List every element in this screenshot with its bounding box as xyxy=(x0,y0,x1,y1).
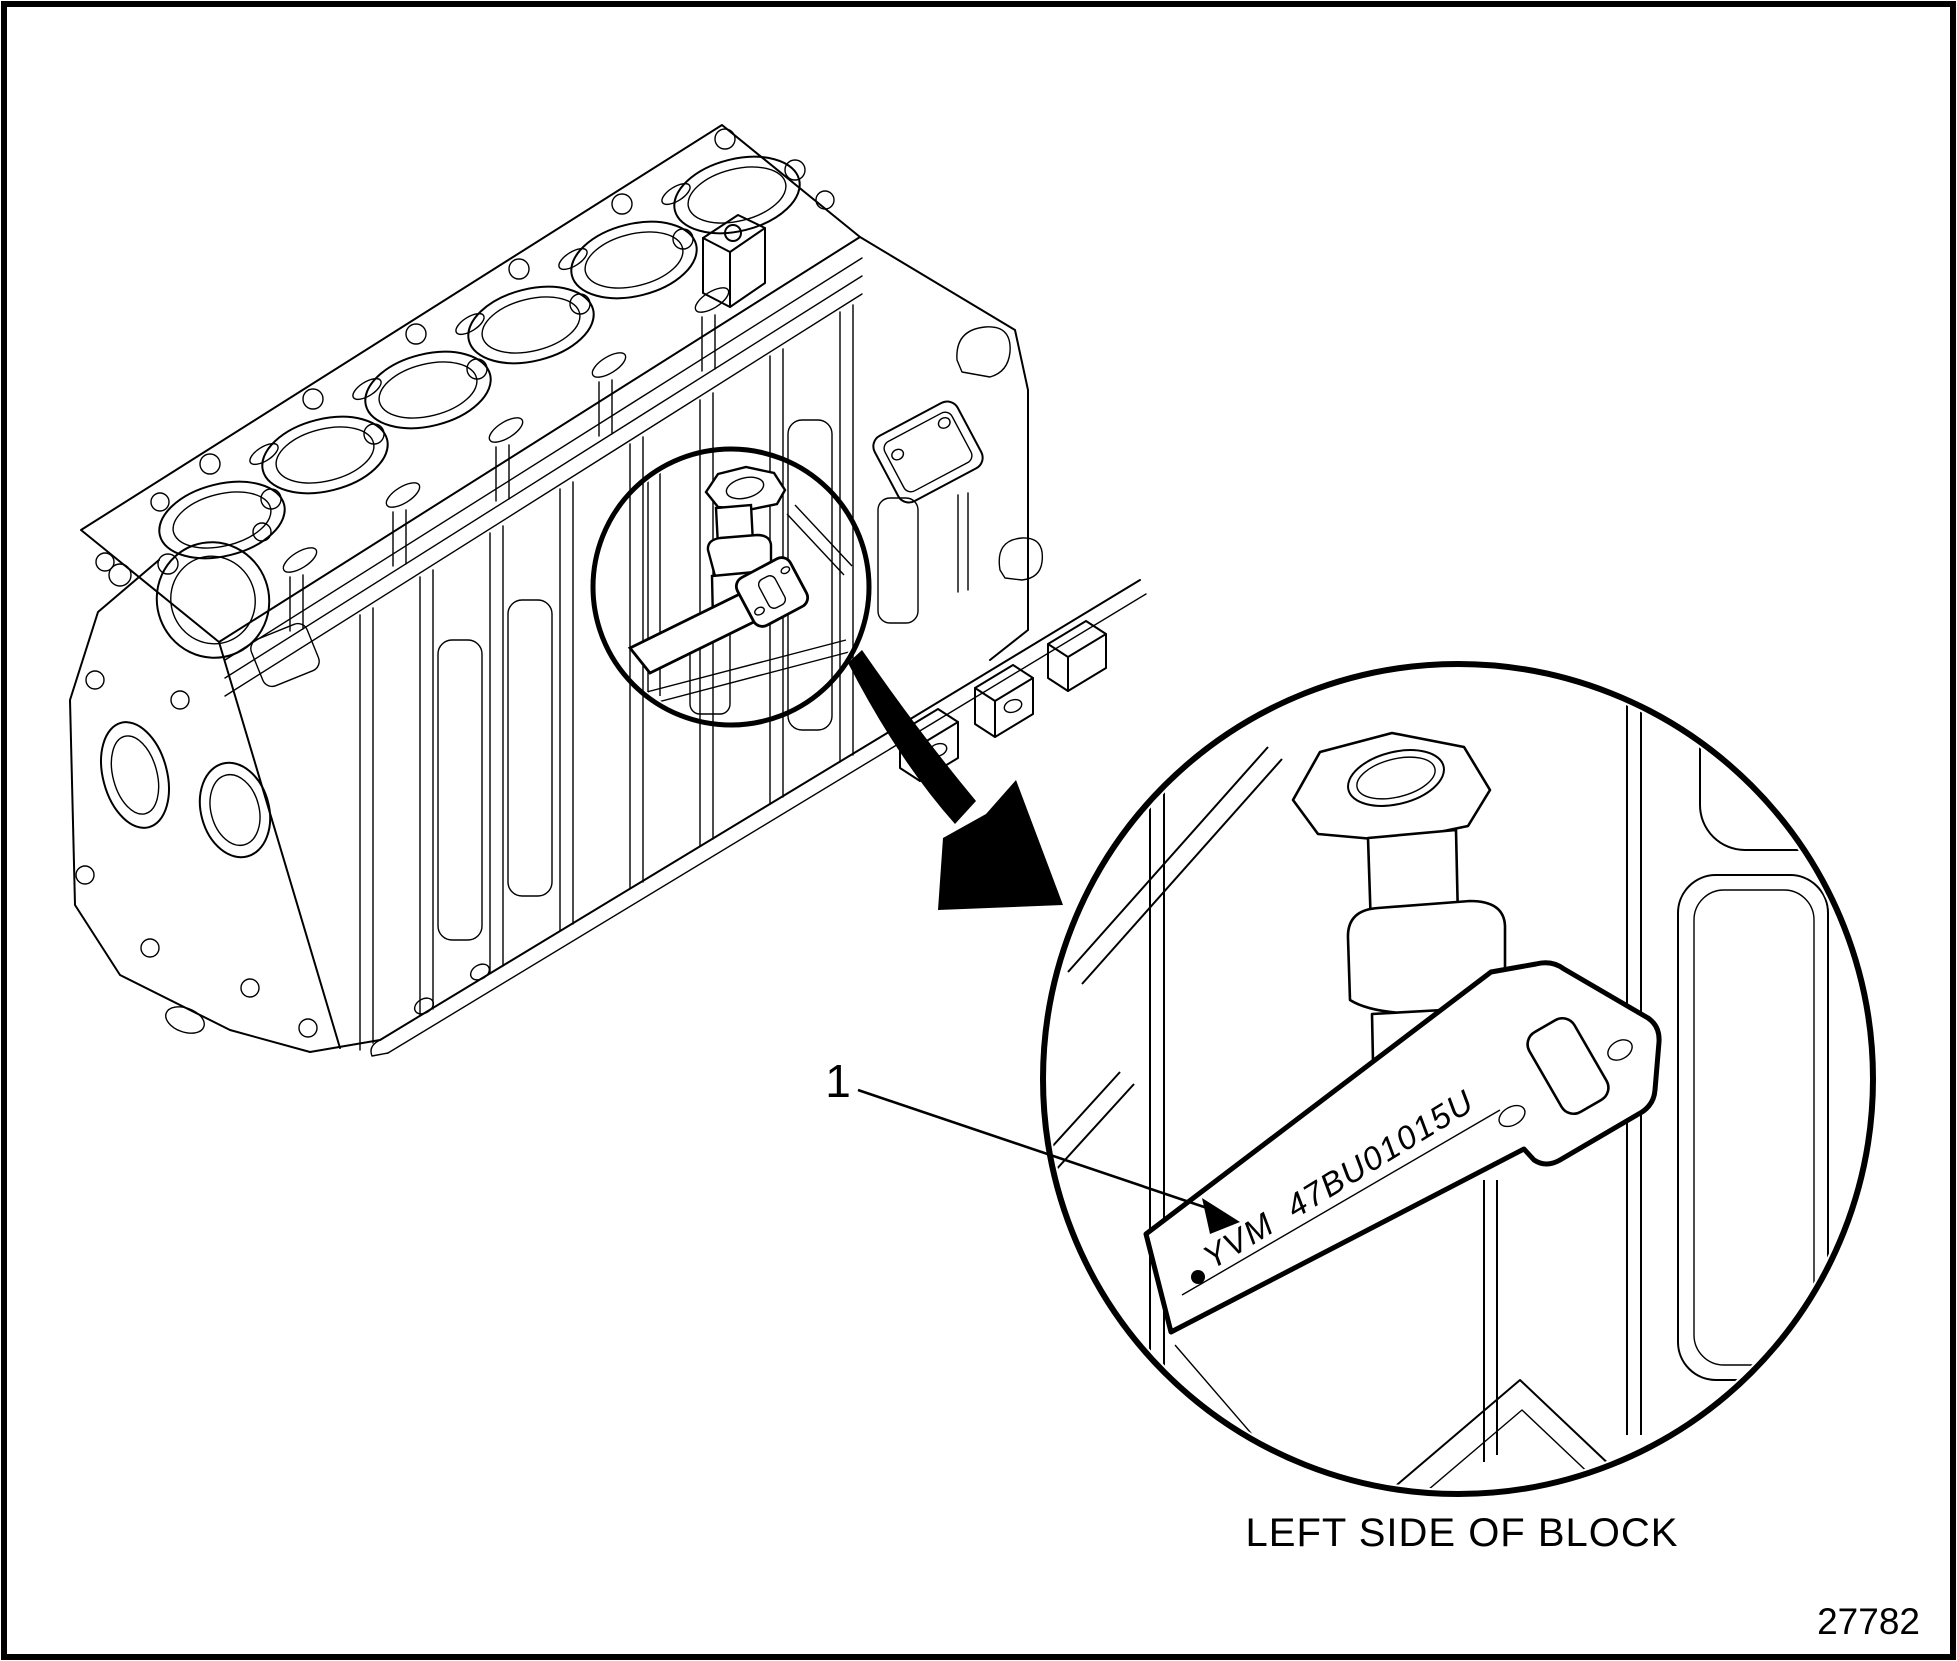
figure-number: 27782 xyxy=(1817,1601,1920,1642)
magnified-view: YVM 47BU01015U xyxy=(1040,661,1876,1497)
detail-source-content xyxy=(615,458,853,715)
deck-rib-tabs xyxy=(289,314,716,632)
callout-arrowhead xyxy=(1202,1198,1240,1234)
cover-plate xyxy=(872,400,984,504)
detail-source-area xyxy=(590,446,872,728)
cylinder-deck xyxy=(80,124,863,697)
side-face-ribs xyxy=(359,304,854,1051)
zoom-arrow xyxy=(848,650,1063,910)
front-face-bolt-holes xyxy=(75,492,318,1038)
caption-left-side-of-block: LEFT SIDE OF BLOCK xyxy=(1246,1511,1679,1555)
callout-1: 1 xyxy=(825,1055,1240,1234)
stamp-bullet-dot xyxy=(1191,1270,1205,1284)
cylinder-bores xyxy=(158,155,801,560)
callout-leader-line xyxy=(857,1088,1217,1213)
magnified-view-circle xyxy=(1040,661,1876,1497)
callout-number: 1 xyxy=(825,1055,851,1107)
engine-block-drawing xyxy=(69,124,1147,1057)
deck-tower xyxy=(702,214,766,308)
block-right-end xyxy=(859,236,1044,661)
deck-bolt-holes xyxy=(108,128,835,587)
front-face xyxy=(69,492,381,1053)
sensor-fitting xyxy=(1291,731,1507,1112)
bracket-small xyxy=(734,556,810,628)
detail-source-circle xyxy=(590,446,872,728)
